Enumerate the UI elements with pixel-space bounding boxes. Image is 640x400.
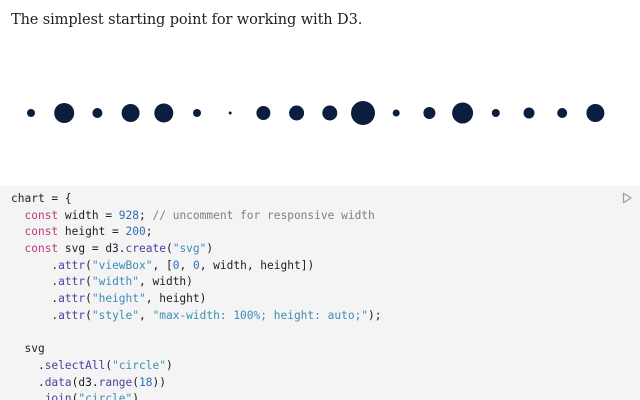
code-token: const xyxy=(24,242,59,256)
code-token: ( xyxy=(105,358,113,372)
circle-mark xyxy=(452,102,474,124)
code-line: .attr("viewBox", [0, 0, width, height]) xyxy=(11,258,382,275)
code-token: attr xyxy=(58,292,86,306)
circle-mark xyxy=(154,103,174,123)
circle-mark xyxy=(351,101,375,125)
code-line: .attr("style", "max-width: 100%; height:… xyxy=(11,308,382,325)
code-token: ; xyxy=(145,225,153,239)
code-token: height = xyxy=(58,225,126,239)
code-token: 0 xyxy=(192,258,200,272)
code-token: // uncomment for responsive width xyxy=(152,208,375,222)
code-token: ( xyxy=(132,375,140,389)
code-line: const svg = d3.create("svg") xyxy=(11,241,382,258)
code-token: "height" xyxy=(91,292,146,306)
code-token: , xyxy=(179,258,193,272)
code-line: chart = { xyxy=(11,191,382,208)
code-line: const width = 928; // uncomment for resp… xyxy=(11,208,382,225)
code-token: . xyxy=(11,375,45,389)
code-cell[interactable]: chart = { const width = 928; // uncommen… xyxy=(0,186,640,400)
code-token: width = xyxy=(58,208,119,222)
code-token: ( xyxy=(85,292,92,306)
play-outline-icon[interactable] xyxy=(620,191,634,205)
code-token: svg = d3. xyxy=(58,242,126,256)
code-token xyxy=(11,225,24,238)
circle-mark xyxy=(193,109,201,117)
code-token: , width) xyxy=(139,275,193,289)
circle-mark xyxy=(423,107,436,119)
code-token: selectAll xyxy=(44,358,106,372)
circle-mark xyxy=(557,108,568,118)
code-token: ( xyxy=(85,258,92,272)
code-token: . xyxy=(11,308,59,322)
code-token: . xyxy=(11,358,45,372)
code-token: . xyxy=(11,392,45,400)
code-token: . xyxy=(11,258,59,272)
code-token: )) xyxy=(152,375,166,389)
code-token: const xyxy=(24,208,59,222)
code-token: "viewBox" xyxy=(91,258,153,272)
code-line: .selectAll("circle") xyxy=(11,358,382,375)
code-token: attr xyxy=(58,275,86,289)
code-token: . xyxy=(11,292,59,306)
circle-mark xyxy=(392,109,400,117)
code-token: "svg" xyxy=(172,242,207,256)
code-token: ) xyxy=(206,242,214,256)
code-token: 200 xyxy=(125,225,146,239)
code-token: 0 xyxy=(172,258,180,272)
circle-mark xyxy=(121,104,140,122)
code-token: ) xyxy=(165,358,173,372)
code-token: attr xyxy=(58,308,86,322)
circle-mark xyxy=(289,105,305,121)
code-token: ( xyxy=(85,275,92,289)
circle-mark xyxy=(54,103,75,123)
circle-mark xyxy=(491,109,500,117)
code-line: .join("circle") xyxy=(11,391,382,400)
code-token: ( xyxy=(85,308,92,322)
code-token: , width, height]) xyxy=(199,258,315,272)
code-line: const height = 200; xyxy=(11,224,382,241)
circle-mark xyxy=(256,106,271,120)
intro-text: The simplest starting point for working … xyxy=(11,12,363,28)
code-line: .attr("height", height) xyxy=(11,291,382,308)
circle-mark xyxy=(92,108,103,118)
code-token: svg xyxy=(11,342,45,356)
circles-chart xyxy=(27,101,605,125)
code-token: const xyxy=(24,225,59,239)
circle-mark xyxy=(523,107,535,119)
code-line: .data(d3.range(18)) xyxy=(11,375,382,392)
code-token: "max-width: 100%; height: auto;" xyxy=(152,308,369,322)
code-token xyxy=(11,242,24,255)
code-line: .attr("width", width) xyxy=(11,274,382,291)
code-token: ) xyxy=(132,392,140,400)
code-token: "style" xyxy=(91,308,140,322)
code-token: attr xyxy=(58,258,86,272)
code-token: range xyxy=(98,375,133,389)
circle-mark xyxy=(322,105,338,121)
code-token: ); xyxy=(368,308,382,322)
code-token: , [ xyxy=(152,258,173,272)
code-token: , height) xyxy=(145,292,207,306)
code-token xyxy=(11,209,24,222)
code-token: chart = { xyxy=(11,192,72,205)
code-token: 18 xyxy=(139,375,153,389)
code-token: ( xyxy=(165,242,173,256)
circle-mark xyxy=(228,111,232,115)
code-token: "width" xyxy=(91,275,140,289)
code-line xyxy=(11,325,382,342)
code-block[interactable]: chart = { const width = 928; // uncommen… xyxy=(11,191,382,400)
circle-mark xyxy=(586,104,605,122)
code-token: data xyxy=(44,375,72,389)
code-token: "circle" xyxy=(112,358,166,372)
code-token: ( xyxy=(71,392,79,400)
code-token: . xyxy=(11,275,59,289)
code-token: "circle" xyxy=(78,392,133,400)
code-token: join xyxy=(44,392,72,400)
code-token: , xyxy=(139,308,153,322)
code-line: svg xyxy=(11,341,382,358)
code-token: (d3. xyxy=(71,375,99,389)
code-token: ; xyxy=(139,208,153,222)
code-token: 928 xyxy=(118,208,140,222)
code-token: create xyxy=(125,242,166,256)
circle-mark xyxy=(27,109,35,117)
